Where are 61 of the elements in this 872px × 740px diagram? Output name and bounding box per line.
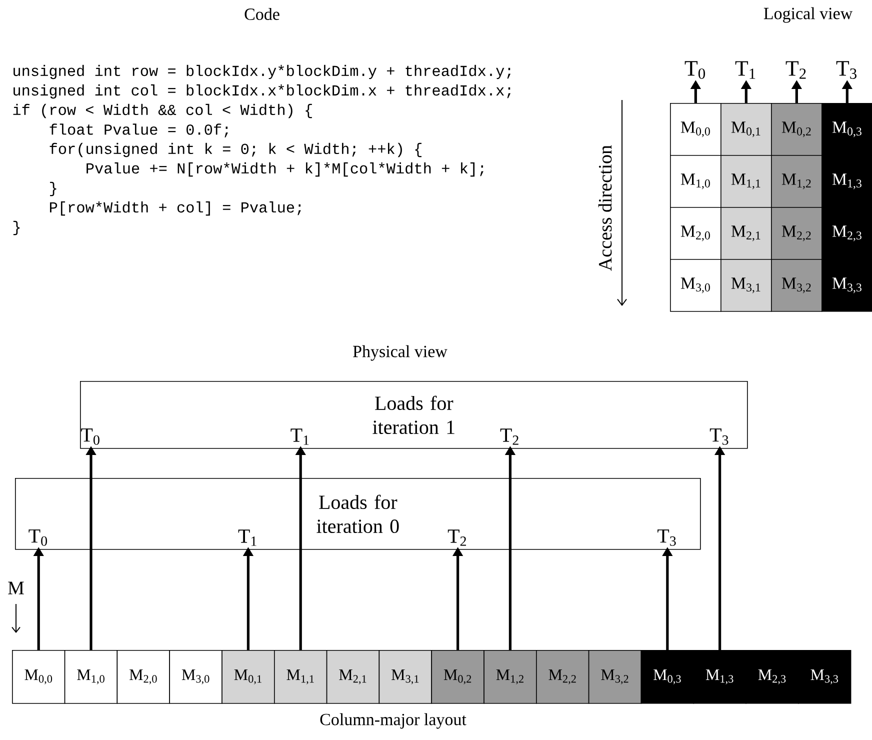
memory-cell: M$_{0,0}$ — [670, 103, 722, 156]
memory-cell: M$_{3,1}$ — [720, 259, 772, 312]
thread-label: T$_{2}$ — [786, 61, 806, 79]
memory-cell: M$_{1,3}$ — [822, 155, 872, 208]
memory-cell: M$_{2,0}$ — [670, 207, 722, 260]
memory-cell: M$_{1,1}$ — [720, 155, 772, 208]
memory-cell: M$_{1,2}$ — [771, 155, 822, 208]
thread-label: T$_{0}$ — [81, 428, 100, 445]
memory-cell: M$_{0,3}$ — [822, 103, 872, 156]
thread-label: T$_{3}$ — [710, 428, 728, 445]
memory-cell: M$_{3,0}$ — [670, 259, 722, 312]
memory-cell: M$_{3,0}$ — [169, 650, 222, 704]
thread-label: T$_{2}$ — [448, 530, 466, 546]
memory-cell: M$_{0,1}$ — [222, 650, 275, 704]
memory-cell: M$_{3,2}$ — [771, 259, 822, 312]
memory-cell: M$_{2,3}$ — [746, 650, 799, 704]
code-line: for(unsigned int k = 0; k < Width; ++k) { — [50, 142, 422, 158]
memory-cell: M$_{2,1}$ — [326, 650, 380, 704]
heading: Physical view — [353, 345, 448, 361]
caption: Column-major layout — [320, 713, 466, 729]
memory-cell: M$_{1,1}$ — [274, 650, 328, 704]
memory-cell: M$_{0,2}$ — [431, 650, 484, 704]
code-line: P[row*Width + col] = Pvalue; — [50, 201, 301, 216]
memory-cell: M$_{2,1}$ — [720, 207, 772, 260]
thread-label: T$_{0}$ — [28, 529, 48, 546]
memory-cell: M$_{0,2}$ — [771, 103, 822, 156]
memory-cell: M$_{2,2}$ — [771, 207, 822, 260]
code-line: if (row < Width && col < Width) { — [13, 104, 312, 118]
code-line: } — [13, 220, 20, 236]
memory-cell: M$_{3,1}$ — [378, 650, 432, 704]
memory-cell: M$_{1,2}$ — [484, 650, 537, 704]
direction-label: Access direction — [598, 145, 612, 271]
memory-cell: M$_{0,0}$ — [12, 650, 66, 704]
thread-label: T$_{1}$ — [238, 530, 256, 546]
memory-cell: M$_{2,0}$ — [116, 650, 170, 704]
code-line: } — [50, 182, 56, 196]
memory-cell: M$_{1,0}$ — [64, 650, 118, 704]
node-label: M$_{0,3}$ — [832, 122, 862, 138]
thread-label: T$_{1}$ — [735, 61, 756, 79]
memory-cell: M$_{1,0}$ — [670, 155, 722, 208]
thread-label: T$_{3}$ — [658, 529, 676, 546]
code-line: unsigned int row = blockIdx.y*blockDim.y + threadIdx.y; — [14, 64, 511, 80]
code-line: float Pvalue = 0.0f; — [50, 124, 228, 138]
memory-cell: M$_{2,3}$ — [822, 207, 872, 260]
memory-cell: M$_{2,2}$ — [536, 650, 590, 704]
matrix-label: M — [8, 582, 24, 594]
memory-cell: M$_{1,3}$ — [693, 650, 746, 704]
memory-cell: M$_{3,3}$ — [822, 259, 872, 312]
heading: Logical view — [764, 7, 853, 23]
thread-label: T$_{1}$ — [290, 428, 309, 445]
code-line: Pvalue += N[row*Width + k]*M[col*Width + k]; — [86, 162, 484, 177]
heading: Code — [244, 8, 280, 20]
node-label: M$_{1,3}$ — [832, 174, 862, 190]
memory-cell: M$_{0,1}$ — [720, 103, 772, 156]
code-line: unsigned int col = blockIdx.x*blockDim.x + threadIdx.x; — [14, 84, 511, 99]
memory-cell: M$_{3,3}$ — [798, 650, 852, 704]
thread-label: T$_{3}$ — [836, 61, 856, 79]
memory-cell: M$_{0,3}$ — [640, 650, 694, 704]
thread-label: T$_{2}$ — [500, 428, 518, 445]
memory-cell: M$_{3,2}$ — [588, 650, 642, 704]
thread-label: T$_{0}$ — [684, 61, 705, 79]
